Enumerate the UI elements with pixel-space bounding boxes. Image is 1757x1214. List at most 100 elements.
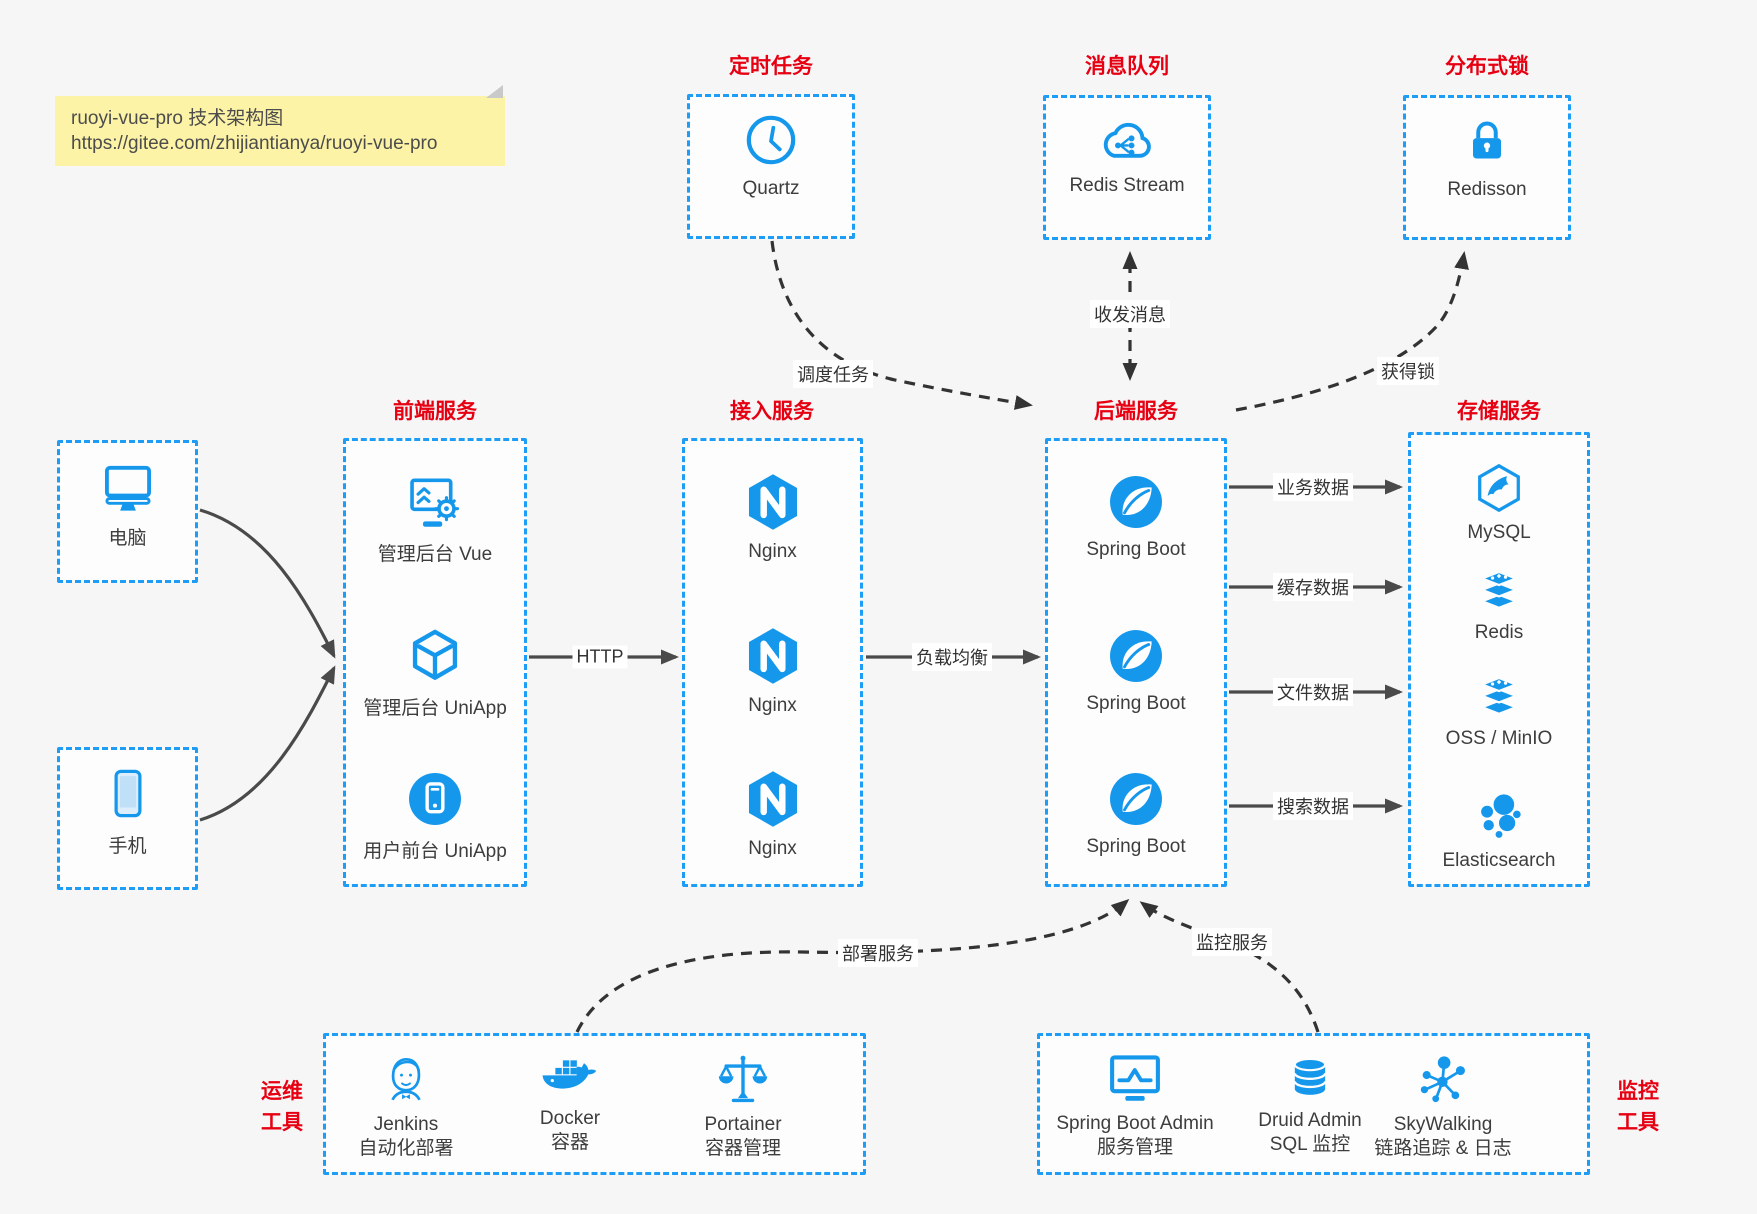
edge-label-file-data: 文件数据 (1273, 678, 1353, 706)
nginx-label: Nginx (748, 695, 797, 716)
spring-boot-admin-name: Spring Boot Admin (1056, 1113, 1214, 1134)
edge-label-cache-data: 缓存数据 (1273, 573, 1353, 601)
node-nginx-2: Nginx (685, 625, 860, 717)
monitor-pulse-icon (1110, 1055, 1160, 1101)
docker-name: Docker (539, 1108, 601, 1129)
ops-tools-title-line1: 运维 (261, 1080, 303, 1103)
nginx-label: Nginx (748, 838, 797, 859)
jenkins-icon (391, 1057, 421, 1101)
database-icon (1293, 1057, 1327, 1095)
druid-admin-name: Druid Admin (1258, 1110, 1362, 1131)
jenkins-item: Jenkins 自动化部署 (321, 1052, 491, 1161)
node-admin-vue: 管理后台 Vue (346, 473, 524, 566)
portainer-name: Portainer (704, 1114, 782, 1135)
backend-services-title: 后端服务 (1094, 400, 1178, 423)
quartz-label: Quartz (742, 178, 800, 199)
redisson-box: Redisson (1403, 95, 1571, 240)
druid-admin-item: Druid Admin SQL 监控 (1225, 1052, 1395, 1157)
node-nginx-1: Nginx (685, 471, 860, 563)
redis-stream-box: Redis Stream (1043, 95, 1211, 240)
spring-icon (1110, 630, 1162, 682)
spring-boot-admin-desc: 服务管理 (1096, 1137, 1173, 1158)
cube-icon (412, 629, 458, 680)
mysql-icon (1478, 463, 1520, 513)
smartphone-icon (114, 769, 141, 818)
ops-tools-box: Jenkins 自动化部署 Docker 容器 (323, 1033, 866, 1175)
admin-vue-icon (410, 478, 460, 527)
clock-icon (746, 115, 796, 165)
node-spring-boot-1: Spring Boot (1048, 473, 1224, 561)
druid-admin-desc: SQL 监控 (1269, 1134, 1351, 1155)
oss-minio-label: OSS / MinIO (1445, 728, 1553, 749)
sticky-note: ruoyi-vue-pro 技术架构图 https://gitee.com/zh… (55, 85, 505, 166)
gateway-box: Nginx Nginx Nginx (682, 438, 863, 887)
spring-boot-admin-item: Spring Boot Admin 服务管理 (1035, 1052, 1235, 1160)
redis-stream-label: Redis Stream (1069, 175, 1185, 196)
node-elasticsearch: Elasticsearch (1411, 790, 1587, 872)
spring-boot-label: Spring Boot (1086, 693, 1186, 714)
edge-label-load-balance: 负载均衡 (912, 643, 992, 671)
skywalking-item: SkyWalking 链路追踪 & 日志 (1348, 1052, 1538, 1161)
note-url: https://gitee.com/zhijiantianya/ruoyi-vu… (71, 133, 438, 154)
nginx-icon (748, 771, 797, 827)
admin-vue-label: 管理后台 Vue (377, 544, 493, 565)
pc-client-box: 电脑 (57, 440, 198, 583)
storage-box: MySQL Redis OSS / MinIO (1408, 432, 1590, 887)
user-uniapp-label: 用户前台 UniApp (363, 841, 507, 862)
jenkins-desc: 自动化部署 (358, 1138, 454, 1159)
portainer-desc: 容器管理 (704, 1138, 781, 1159)
ops-tools-title: 运维 工具 (240, 1076, 324, 1138)
node-nginx-3: Nginx (685, 768, 860, 860)
ops-tools-title-line2: 工具 (261, 1111, 303, 1134)
cloud-share-icon (1103, 122, 1151, 158)
edge-label-deploy: 部署服务 (838, 939, 918, 967)
layers-icon (1479, 676, 1519, 715)
app-circle-icon (409, 773, 461, 825)
note-fold-corner (486, 85, 503, 98)
lock-icon (1473, 121, 1501, 159)
edge-label-http: HTTP (572, 645, 628, 669)
edge-phone-frontend (199, 665, 336, 822)
edge-label-schedule: 调度任务 (793, 360, 873, 388)
monitoring-tools-title: 监控 工具 (1596, 1076, 1680, 1138)
phone-client-label: 手机 (108, 836, 147, 857)
node-redis: Redis (1411, 568, 1587, 644)
redisson-label: Redisson (1447, 179, 1527, 200)
monitoring-tools-box: Spring Boot Admin 服务管理 Druid Admin SQL 监… (1037, 1033, 1590, 1175)
node-spring-boot-3: Spring Boot (1048, 770, 1224, 858)
elasticsearch-icon (1481, 794, 1521, 838)
phone-client-box: 手机 (57, 747, 198, 890)
edge-lock-line (1235, 251, 1469, 412)
monitoring-tools-title-line2: 工具 (1617, 1111, 1659, 1134)
distributed-lock-title: 分布式锁 (1445, 55, 1529, 78)
elasticsearch-label: Elasticsearch (1442, 850, 1556, 871)
nginx-label: Nginx (748, 541, 797, 562)
spring-boot-label: Spring Boot (1086, 836, 1186, 857)
redis-label: Redis (1474, 622, 1524, 643)
admin-uniapp-label: 管理后台 UniApp (363, 698, 507, 719)
monitoring-tools-title-line1: 监控 (1617, 1080, 1659, 1103)
gateway-services-title: 接入服务 (730, 400, 814, 423)
edge-label-message: 收发消息 (1090, 300, 1170, 328)
edge-label-lock: 获得锁 (1377, 357, 1439, 385)
docker-desc: 容器 (550, 1132, 589, 1153)
nginx-icon (748, 474, 797, 530)
quartz-box: Quartz (687, 94, 855, 239)
node-spring-boot-2: Spring Boot (1048, 627, 1224, 715)
backend-box: Spring Boot Spring Boot Spring Boot (1045, 438, 1227, 887)
note-title: ruoyi-vue-pro 技术架构图 (71, 108, 284, 129)
node-user-uniapp: 用户前台 UniApp (346, 770, 524, 863)
edge-label-business-data: 业务数据 (1273, 473, 1353, 501)
docker-whale-icon (542, 1060, 597, 1089)
node-admin-uniapp: 管理后台 UniApp (346, 627, 524, 720)
skywalking-name: SkyWalking (1393, 1114, 1493, 1135)
storage-services-title: 存储服务 (1457, 400, 1541, 423)
docker-item: Docker 容器 (485, 1052, 655, 1155)
edge-label-monitor: 监控服务 (1192, 928, 1272, 956)
node-oss-minio: OSS / MinIO (1411, 674, 1587, 750)
spring-boot-label: Spring Boot (1086, 539, 1186, 560)
spring-icon (1110, 773, 1162, 825)
edge-pc-frontend (199, 508, 336, 659)
desktop-icon (104, 465, 151, 511)
